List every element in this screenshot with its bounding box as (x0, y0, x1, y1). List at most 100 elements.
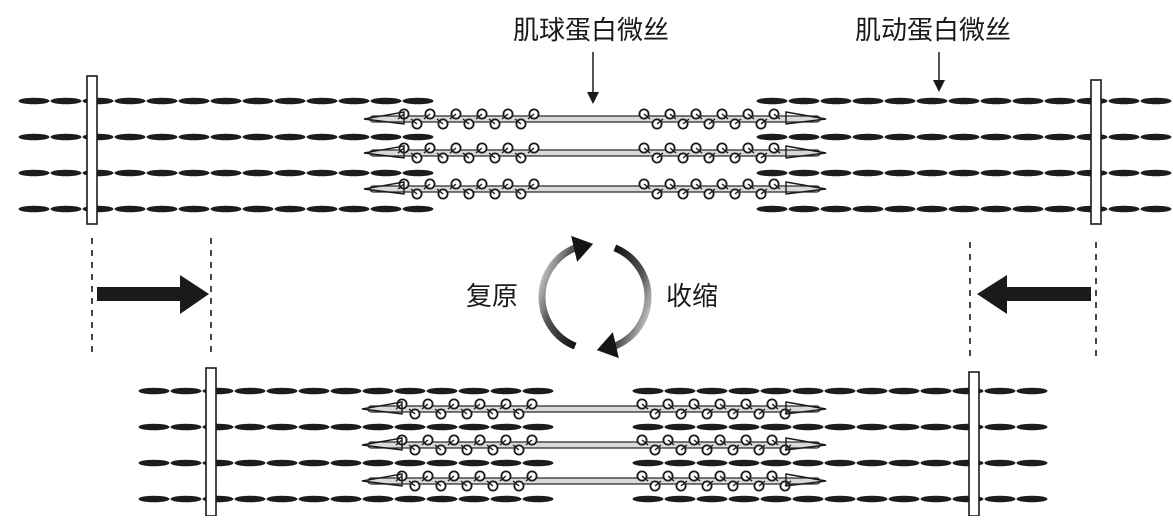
actin-bead (984, 459, 1016, 467)
myosin-neck (745, 439, 753, 446)
myosin-neck (460, 408, 468, 415)
myosin-neck (525, 403, 533, 410)
actin-bead (916, 133, 948, 141)
myosin-neck (514, 118, 522, 125)
actin-bead (146, 97, 178, 105)
actin-bead (426, 459, 458, 467)
myosin-neck (656, 152, 664, 159)
myosin-neck (499, 403, 507, 410)
actin-bead (394, 495, 426, 503)
actin-bead (178, 205, 210, 213)
myosin-neck (656, 188, 664, 195)
myosin-neck (693, 403, 701, 410)
actin-bead (1044, 205, 1076, 213)
actin-bead (888, 459, 920, 467)
actin-filament-label: 肌动蛋白微丝 (855, 16, 1012, 46)
actin-bead (792, 459, 824, 467)
actin-bead (298, 459, 330, 467)
actin-bead (394, 423, 426, 431)
myosin-neck (643, 183, 651, 190)
actin-bead (50, 133, 82, 141)
actin-bead (788, 97, 820, 105)
myosin-neck (460, 444, 468, 451)
myosin-neck (434, 408, 442, 415)
myosin-filament (363, 142, 827, 164)
myosin-tail (363, 181, 405, 195)
myosin-pointer-arrowhead (587, 92, 599, 104)
actin-bead (916, 97, 948, 105)
myosin-neck (434, 444, 442, 451)
myosin-neck (760, 188, 768, 195)
actin-bead (664, 495, 696, 503)
myosin-neck (410, 188, 418, 195)
actin-bead (18, 133, 50, 141)
myosin-neck (436, 188, 444, 195)
myosin-neck (421, 403, 429, 410)
actin-bead (426, 387, 458, 395)
myosin-neck (773, 183, 781, 190)
myosin-neck (719, 403, 727, 410)
actin-bead (632, 495, 664, 503)
actin-bead (984, 495, 1016, 503)
myosin-neck (669, 113, 677, 120)
actin-bead (394, 387, 426, 395)
actin-bead (1108, 133, 1140, 141)
actin-bead (402, 133, 434, 141)
actin-bead (980, 205, 1012, 213)
actin-bead (298, 495, 330, 503)
actin-bead (114, 205, 146, 213)
myosin-neck (408, 444, 416, 451)
actin-filament (138, 495, 554, 503)
actin-bead (856, 387, 888, 395)
actin-bead (170, 387, 202, 395)
myosin-neck (680, 408, 688, 415)
myosin-neck (641, 403, 649, 410)
myosin-neck (758, 444, 766, 451)
myosin-neck (669, 147, 677, 154)
myosin-neck (667, 439, 675, 446)
actin-bead (114, 133, 146, 141)
myosin-neck (512, 444, 520, 451)
actin-bead (824, 423, 856, 431)
actin-bead (856, 423, 888, 431)
myosin-neck (732, 408, 740, 415)
actin-bead (756, 169, 788, 177)
actin-bead (114, 169, 146, 177)
actin-bead (458, 459, 490, 467)
actin-bead (234, 459, 266, 467)
actin-bead (210, 97, 242, 105)
myosin-neck (475, 113, 483, 120)
actin-bead (884, 169, 916, 177)
relax-cycle-arc (538, 244, 577, 350)
myosin-neck (475, 147, 483, 154)
actin-bead (760, 495, 792, 503)
myosin-neck (706, 480, 714, 487)
z-line (86, 75, 98, 225)
actin-bead (274, 133, 306, 141)
actin-bead (402, 97, 434, 105)
actin-bead (178, 133, 210, 141)
myosin-neck (719, 439, 727, 446)
actin-bead (728, 387, 760, 395)
actin-bead (696, 495, 728, 503)
actin-bead (852, 169, 884, 177)
myosin-neck (395, 439, 403, 446)
myosin-neck (654, 444, 662, 451)
actin-bead (980, 97, 1012, 105)
actin-bead (50, 169, 82, 177)
actin-bead (170, 423, 202, 431)
actin-bead (632, 423, 664, 431)
myosin-neck (693, 475, 701, 482)
actin-bead (820, 169, 852, 177)
actin-bead (18, 205, 50, 213)
actin-bead (664, 387, 696, 395)
actin-bead (1108, 169, 1140, 177)
actin-bead (402, 169, 434, 177)
actin-bead (146, 169, 178, 177)
actin-bead (760, 459, 792, 467)
actin-bead (234, 423, 266, 431)
actin-bead (370, 169, 402, 177)
myosin-neck (527, 183, 535, 190)
actin-bead (984, 423, 1016, 431)
actin-bead (824, 495, 856, 503)
